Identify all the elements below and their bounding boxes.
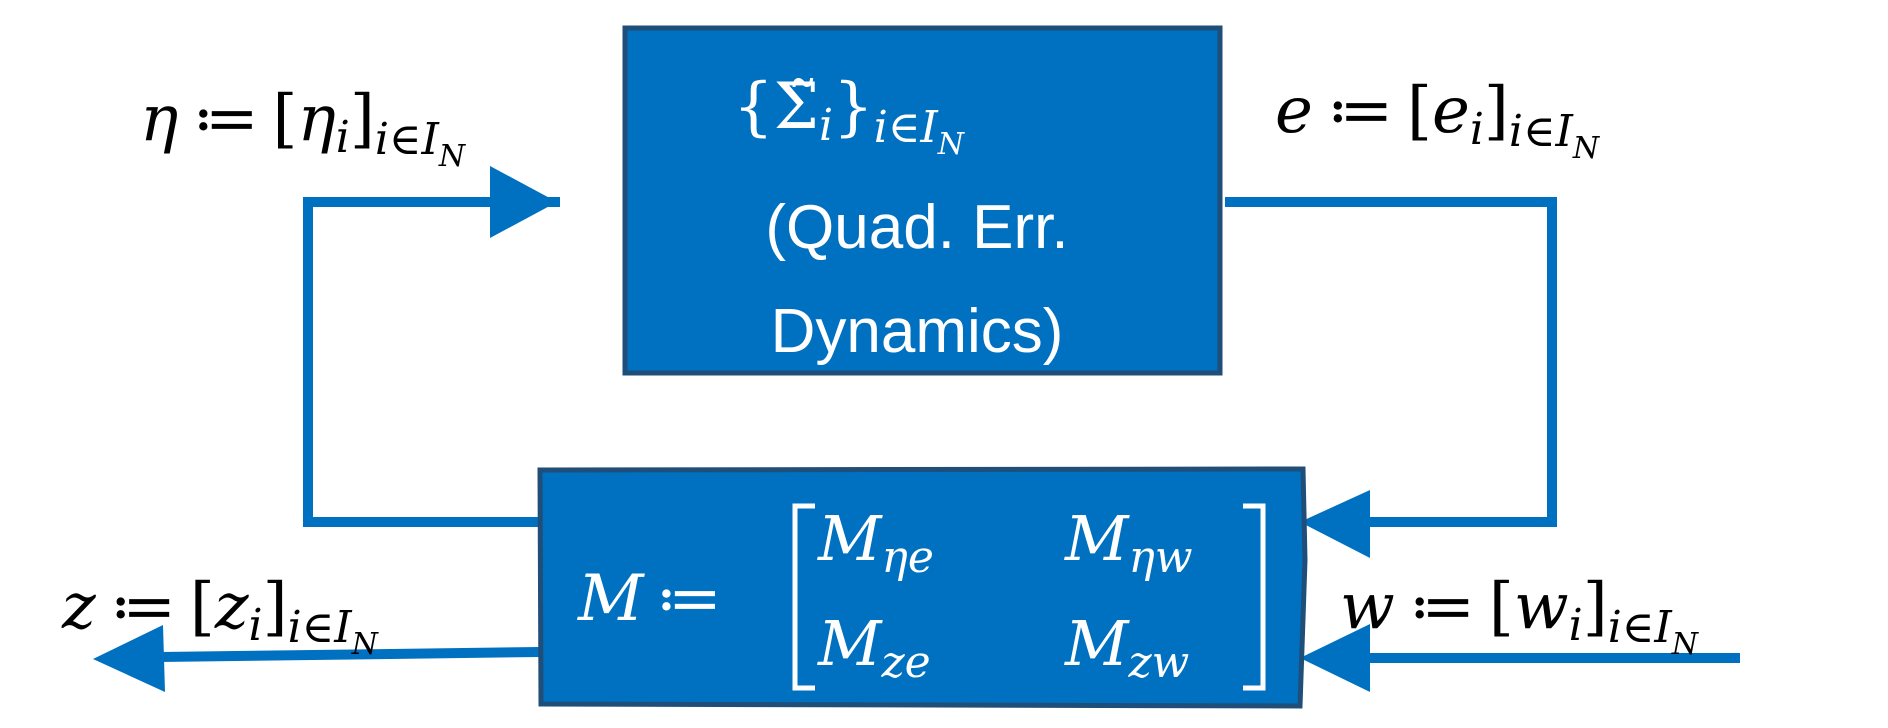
wire-eta (303, 197, 560, 527)
top-block: {Σ̃i}i∈IN (Quad. Err. Dynamics) (622, 25, 1223, 376)
label-e: e≔[ei]i∈IN (1275, 74, 1601, 166)
matrix-left-bracket (792, 503, 815, 691)
top-block-rect (622, 25, 1223, 376)
bottom-block: M≔ Mηe Mηw Mze Mzw (537, 466, 1308, 709)
matrix-lhs: M≔ (577, 562, 722, 636)
bottom-block-rect (537, 466, 1308, 709)
label-w: w≔[wi]i∈IN (1340, 570, 1700, 662)
label-z: z≔[zi]i∈IN (61, 570, 380, 662)
arrowhead-z (93, 625, 165, 692)
label-eta: η≔[ηi]i∈IN (140, 82, 467, 174)
matrix-m-z-w: Mzw (1064, 607, 1189, 688)
wires (159, 197, 1740, 663)
top-block-line2: Dynamics) (771, 297, 1064, 366)
arrowhead-w (1300, 624, 1370, 692)
matrix-m-z-e: Mze (817, 607, 931, 688)
wire-z (159, 647, 541, 662)
arrowhead-e (1300, 490, 1370, 558)
arrowhead-eta (490, 166, 557, 238)
matrix-m-eta-e: Mηe (817, 502, 934, 583)
top-block-line1: (Quad. Err. (765, 193, 1068, 262)
arrowheads (93, 166, 1370, 692)
matrix-right-bracket (1243, 503, 1266, 691)
top-block-set: {Σ̃i}i∈IN (733, 70, 966, 162)
wire-e (1225, 197, 1557, 527)
matrix-m-eta-w: Mηw (1064, 502, 1193, 583)
